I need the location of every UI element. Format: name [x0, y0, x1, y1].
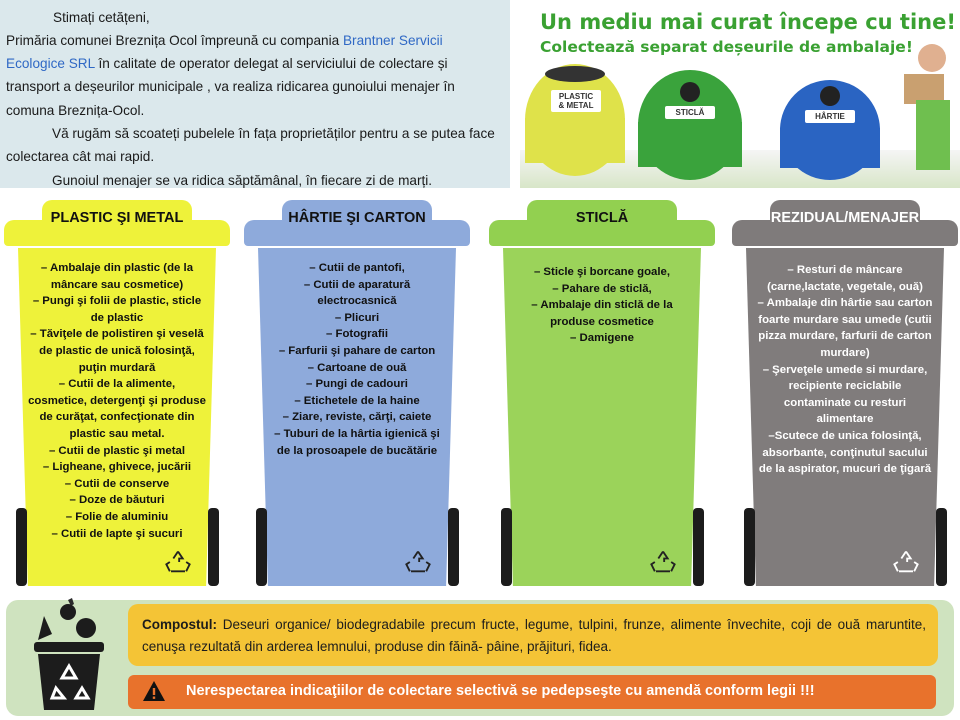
bin-wheel [448, 508, 459, 586]
recycle-icon [650, 550, 676, 573]
warning-bar: Nerespectarea indicaţiilor de colectare … [128, 675, 936, 709]
notice-paragraph-3: Gunoiul menajer se va ridica săptămânal,… [52, 173, 433, 188]
compost-bin-icon [34, 598, 104, 710]
banner-illustration [525, 44, 950, 180]
bin-wheel [501, 508, 512, 586]
notice-paragraph-1: Primăria comunei Breznița Ocol împreună … [6, 33, 455, 118]
compost-box: Compostul: Deseuri organice/ biodegradab… [128, 604, 938, 666]
bin-items: – Ambalaje din plastic (de la mâncare sa… [28, 262, 206, 540]
notice-paragraph-2: Vă rugăm să scoateți pubelele în fața pr… [6, 126, 495, 165]
bin-items: – Sticle şi borcane goale, – Pahare de s… [531, 266, 673, 345]
recycle-icon [893, 550, 919, 573]
bin-lid [732, 220, 958, 246]
bin-lid [489, 220, 715, 246]
bin-lid [244, 220, 470, 246]
bin-body [503, 248, 701, 586]
warning-icon [143, 681, 165, 701]
recycling-banner: Un mediu mai curat începe cu tine! Colec… [520, 0, 960, 188]
bin-title: HÂRTIE ŞI CARTON [288, 210, 426, 226]
company-link[interactable]: Brantner Servicii Ecologice SRL [6, 33, 443, 72]
banner-title: Un mediu mai curat începe cu tine! [540, 10, 956, 34]
recycle-icon [165, 550, 191, 573]
bin-wheel [256, 508, 267, 586]
banner-subtitle: Colectează separat deșeurile de ambalaje… [540, 38, 913, 56]
bin-residual: REZIDUAL/MENAJER – Resturi de mâncare (c… [732, 196, 958, 594]
bin-wheel [208, 508, 219, 586]
bin-plastic-metal: PLASTIC ŞI METAL – Ambalaje din plastic … [4, 196, 230, 594]
bin-paper-carton: HÂRTIE ŞI CARTON – Cutii de pantofi, – C… [244, 196, 470, 594]
bin-lid [4, 220, 230, 246]
bin-title: PLASTIC ŞI METAL [50, 210, 184, 226]
bin-title: STICLĂ [575, 210, 629, 226]
bin-body [258, 248, 456, 586]
bin-wheel [744, 508, 755, 586]
compost-text: Compostul: Deseuri organice/ biodegradab… [142, 617, 926, 654]
banner-bin-glass-label: STICLĂ [665, 106, 715, 119]
bin-items: – Cutii de pantofi, – Cutii de aparatură… [274, 262, 440, 457]
bin-wheel [936, 508, 947, 586]
notice-panel: Stimați cetățeni, Primăria comunei Brezn… [0, 0, 510, 188]
bin-glass: STICLĂ – Sticle şi borcane goale, – Paha… [489, 196, 715, 594]
bin-wheel [693, 508, 704, 586]
warning-text: Nerespectarea indicaţiilor de colectare … [186, 683, 815, 699]
compost-label: Compostul: [142, 617, 217, 632]
banner-bin-plastic-label: PLASTIC & METAL [551, 90, 601, 112]
bin-title: REZIDUAL/MENAJER [770, 210, 920, 226]
recycle-icon [405, 550, 431, 573]
bin-body [746, 248, 944, 586]
bin-items: – Resturi de mâncare (carne,lactate, veg… [757, 264, 933, 476]
bin-body [18, 248, 216, 586]
notice-greeting: Stimați cetățeni, [53, 10, 150, 25]
bin-wheel [16, 508, 27, 586]
banner-bin-paper-label: HÂRTIE [805, 110, 855, 123]
